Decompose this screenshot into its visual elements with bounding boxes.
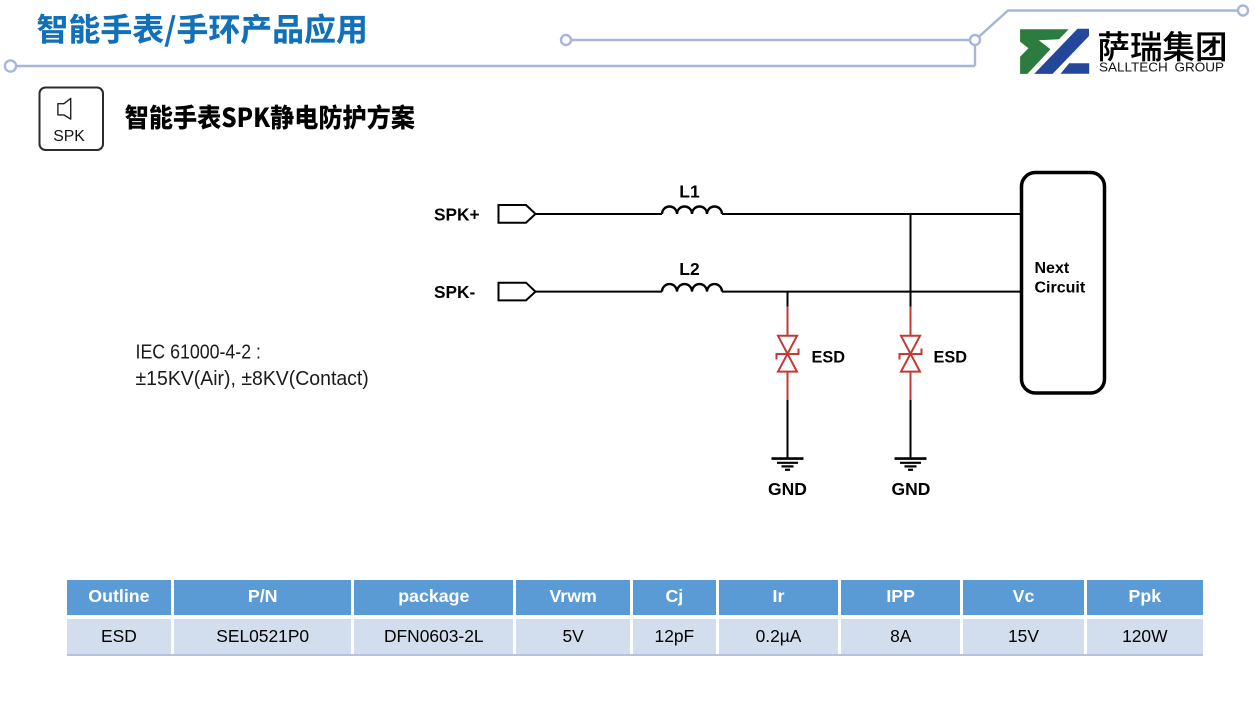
- svg-text:GND: GND: [892, 479, 931, 499]
- svg-text:ESD: ESD: [812, 348, 846, 366]
- svg-text:IEC 61000-4-2 :: IEC 61000-4-2 :: [136, 341, 262, 364]
- svg-text:GND: GND: [768, 479, 807, 499]
- svg-text:SPK-: SPK-: [434, 282, 476, 302]
- svg-text:Circuit: Circuit: [1035, 279, 1086, 296]
- svg-text:±15KV(Air), ±8KV(Contact): ±15KV(Air), ±8KV(Contact): [136, 367, 369, 390]
- svg-text:ESD: ESD: [934, 348, 968, 366]
- svg-text:L2: L2: [679, 259, 700, 279]
- svg-text:Next: Next: [1035, 260, 1070, 277]
- svg-text:L1: L1: [679, 182, 700, 202]
- svg-text:SALLTECH GROUP: SALLTECH GROUP: [1099, 60, 1224, 75]
- svg-text:SPK+: SPK+: [434, 205, 480, 225]
- svg-text:SPK: SPK: [53, 128, 85, 145]
